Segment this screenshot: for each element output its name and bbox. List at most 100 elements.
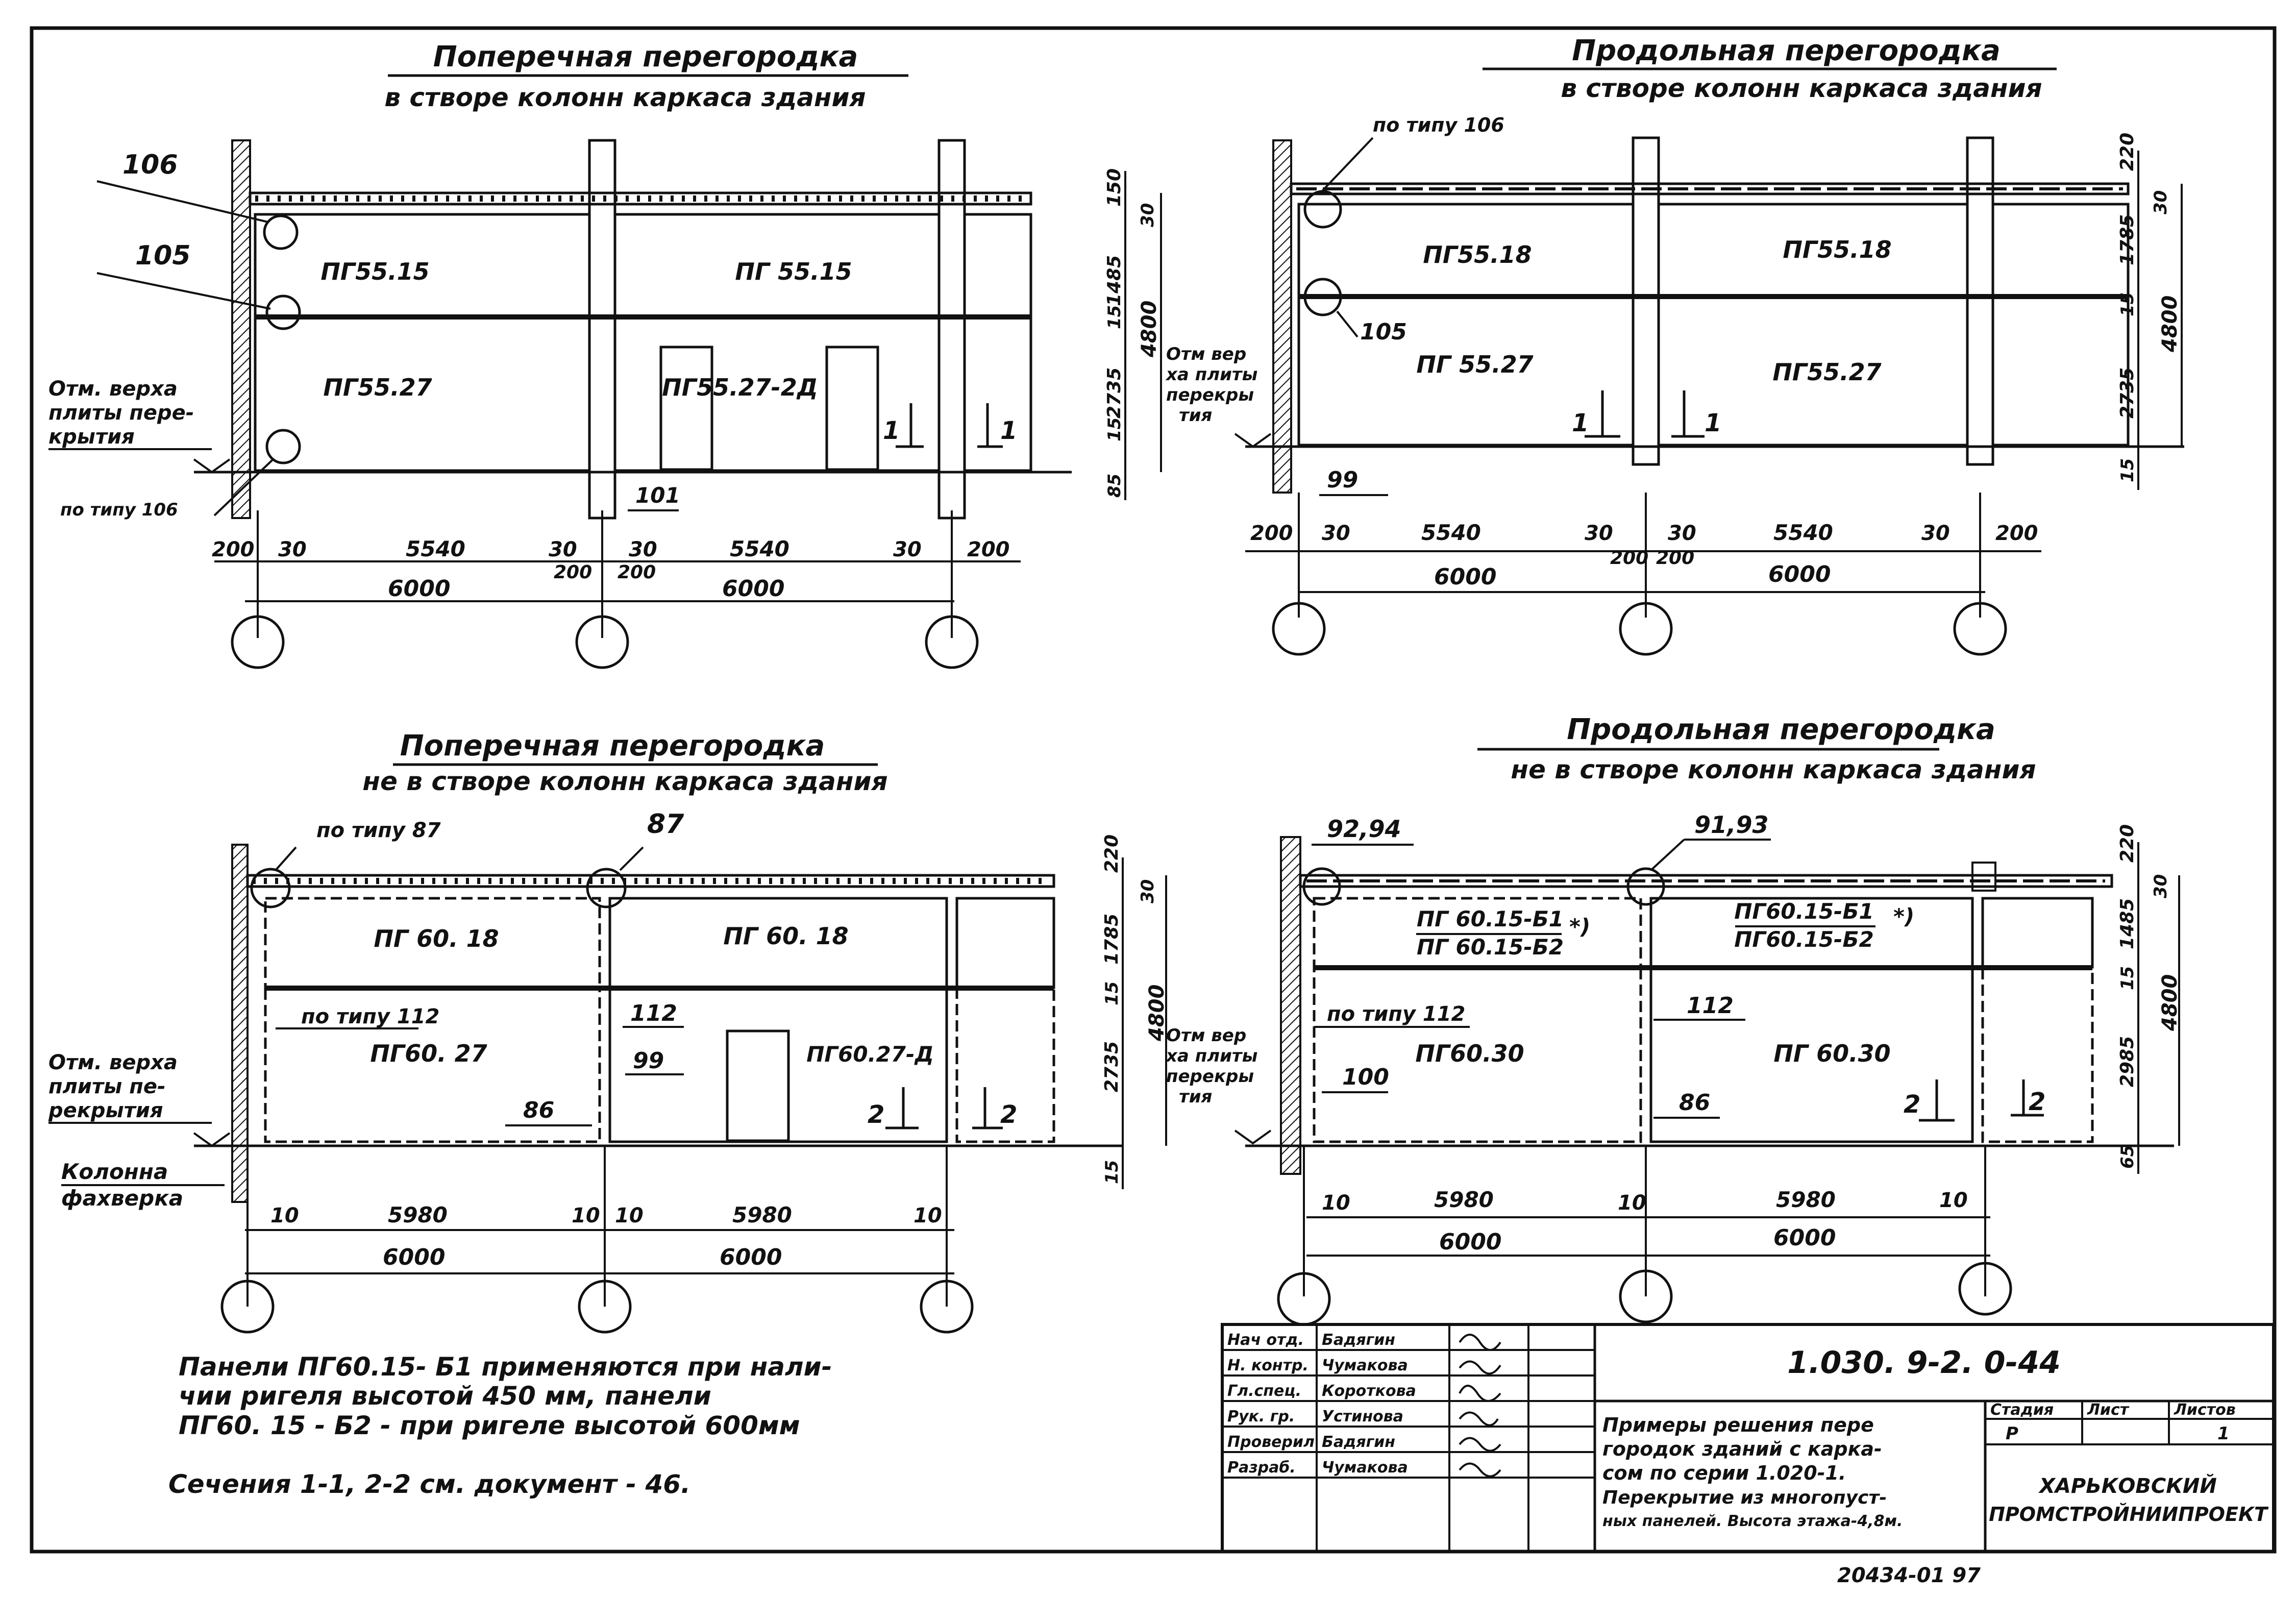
note-line: чии ригеля высотой 450 мм, панели (179, 1381, 711, 1411)
section-arrow (977, 403, 1003, 448)
axis-marker (1958, 1262, 2012, 1316)
stage-value: Р (2006, 1423, 2018, 1444)
callout-type-87: по типу 87 (316, 819, 441, 842)
panel-label: ПГ 60. 18 (723, 922, 848, 950)
callout-circle (1303, 278, 1342, 316)
description-line: сом по серии 1.020-1. (1602, 1462, 1846, 1484)
panel-label: ПГ 55.27 (1416, 351, 1533, 378)
dim: 1785 (2117, 214, 2138, 265)
panel-bottom (1991, 296, 2130, 447)
stage-label: Стадия (1990, 1401, 2054, 1419)
callout-92-94: 92,94 (1327, 815, 1401, 843)
floor-note: ха плиты (1165, 364, 1257, 385)
callout-circle (1626, 867, 1665, 906)
column (1632, 136, 1660, 466)
dim-height: 4800 (1145, 985, 1169, 1042)
dim: 30 (629, 538, 657, 561)
panel-label: ПГ 60.15-Б1 (1417, 906, 1564, 931)
dim: 5980 (1776, 1187, 1836, 1212)
floor-note: плиты пере- (48, 401, 194, 425)
callout-105: 105 (1360, 319, 1407, 345)
section-arrow (1585, 390, 1620, 438)
leader (619, 846, 644, 871)
dim: 2735 (1104, 367, 1125, 419)
callout-99: 99 (633, 1048, 664, 1074)
dim: 2735 (1101, 1041, 1122, 1092)
dim: 200 (1656, 548, 1694, 569)
role: Проверил (1227, 1433, 1315, 1451)
door-opening (659, 346, 713, 471)
axis-marker (578, 1280, 632, 1334)
dim: 2735 (2117, 367, 2138, 419)
name: Чумакова (1322, 1357, 1408, 1374)
panel-label: ПГ55.18 (1423, 241, 1532, 268)
dim: 30 (2151, 874, 2171, 898)
callout-type-106: по типу 106 (1373, 114, 1504, 136)
dim: 30 (893, 538, 922, 561)
dim: 10 (1939, 1189, 1968, 1212)
panel-label: ПГ55.27-2Д (662, 374, 818, 401)
role: Разраб. (1227, 1459, 1296, 1477)
dim: 10 (615, 1204, 644, 1227)
footer-number: 20434-01 97 (1837, 1564, 1981, 1587)
dim: 1485 (1104, 255, 1125, 306)
leader (1336, 310, 1359, 338)
view-transverse-in-line: Поперечная перегородка в створе колонн к… (48, 40, 1162, 669)
wall-left (231, 844, 249, 1203)
name: Устинова (1322, 1408, 1403, 1426)
dim: 5980 (732, 1202, 792, 1227)
axis-marker (1619, 602, 1673, 656)
title-block: Нач отд. Н. контр. Гл.спец. Рук. гр. Про… (1221, 1323, 2275, 1587)
panel-bottom (955, 987, 1055, 1143)
floor-note: перекры (1166, 385, 1254, 405)
level-mark (1234, 433, 1272, 448)
dim: 30 (1921, 522, 1950, 545)
dim: 200 (1995, 522, 2038, 545)
dim: 5540 (1773, 520, 1833, 545)
dim: 220 (1101, 834, 1122, 873)
panel-label: ПГ 60.30 (1773, 1040, 1890, 1067)
view-3-title: Поперечная перегородка (400, 729, 825, 763)
note-line: ПГ60. 15 - Б2 - при ригеле высотой 600мм (179, 1411, 800, 1440)
sheets-value: 1 (2217, 1423, 2230, 1444)
role: Н. контр. (1227, 1357, 1309, 1374)
floor-note: Отм. верха (48, 377, 178, 401)
panel-top (955, 897, 1055, 989)
dim: 15 (2117, 458, 2138, 482)
section-mark: 1 (1705, 409, 1721, 437)
panel-label: ПГ55.15 (320, 258, 429, 285)
dim: 10 (270, 1204, 299, 1227)
view-transverse-off-line: Поперечная перегородка не в створе колон… (48, 729, 1169, 1334)
floor-note: ха плиты (1165, 1046, 1257, 1066)
section-mark: 2 (1000, 1100, 1017, 1129)
view-3-subtitle: не в створе колонн каркаса здания (362, 767, 887, 796)
section-arrow (1671, 390, 1705, 438)
dim: 15 (2117, 966, 2138, 990)
view-4-subtitle: не в створе колонн каркаса здания (1511, 755, 2036, 784)
doc-code: 1.030. 9-2. 0-44 (1787, 1345, 2061, 1381)
panel-top (1991, 203, 2130, 298)
org-name: ПРОМСТРОЙНИИПРОЕКТ (1989, 1503, 2269, 1526)
panel-label: ПГ60.30 (1415, 1040, 1524, 1067)
callout-101: 101 (635, 483, 680, 508)
door-opening (825, 346, 879, 471)
section-arrow (885, 1087, 919, 1129)
callout-106: 106 (122, 150, 178, 180)
callout-112: 112 (1687, 993, 1734, 1019)
door-opening (726, 1029, 790, 1142)
sheet-label: Лист (2087, 1401, 2130, 1419)
ceiling-slab (1290, 182, 2130, 195)
dim-total: 6000 (383, 1244, 445, 1270)
callout-type-112: по типу 112 (301, 1005, 439, 1028)
callout-circle (265, 294, 301, 330)
floor-note: Отм вер (1166, 344, 1246, 364)
section-arrow (1919, 1079, 1955, 1122)
floor-note: Отм вер (1166, 1025, 1246, 1046)
view-4-title: Продольная перегородка (1567, 713, 1995, 746)
leader (96, 180, 268, 223)
floor-note: перекры (1166, 1066, 1254, 1087)
axis-marker (575, 615, 629, 669)
section-arrow (972, 1087, 1003, 1129)
dim: 15 (1102, 1160, 1122, 1184)
dim: 15 (1104, 417, 1125, 441)
